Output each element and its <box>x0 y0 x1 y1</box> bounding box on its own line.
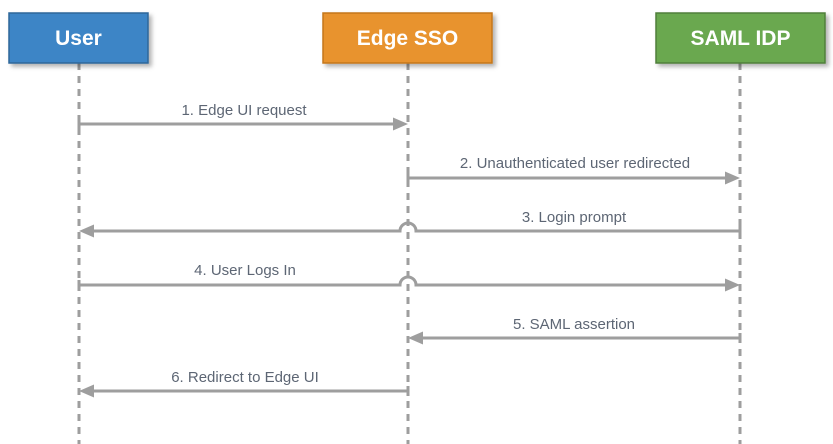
message-line-3 <box>92 221 740 233</box>
arrowhead-3 <box>79 224 94 238</box>
lifelines-layer <box>77 63 742 444</box>
message-4: 4. User Logs In <box>77 262 740 292</box>
participant-edge-sso[interactable]: Edge SSO <box>322 12 493 64</box>
message-label-1: 1. Edge UI request <box>181 102 307 119</box>
participant-label-user: User <box>55 27 102 50</box>
message-6: 6. Redirect to Edge UI <box>79 369 410 398</box>
message-label-2: 2. Unauthenticated user redirected <box>460 155 690 172</box>
arrowhead-6 <box>79 384 94 398</box>
arrowhead-2 <box>725 171 740 185</box>
message-1: 1. Edge UI request <box>77 102 408 131</box>
participant-user[interactable]: User <box>8 12 149 64</box>
participant-label-saml-idp: SAML IDP <box>691 27 791 50</box>
message-label-5: 5. SAML assertion <box>513 316 635 333</box>
arrowhead-4 <box>725 278 740 292</box>
participants-layer: User Edge SSO SAML IDP <box>8 12 826 64</box>
message-label-4: 4. User Logs In <box>194 262 296 279</box>
message-label-6: 6. Redirect to Edge UI <box>171 369 319 386</box>
messages-layer: 1. Edge UI request 2. Unauthenticated use… <box>77 102 742 398</box>
participant-label-edge-sso: Edge SSO <box>357 27 459 50</box>
message-label-3: 3. Login prompt <box>522 209 627 226</box>
message-5: 5. SAML assertion <box>408 316 742 345</box>
message-2: 2. Unauthenticated user redirected <box>406 155 740 185</box>
participant-box-user[interactable] <box>8 12 149 64</box>
arrowhead-5 <box>408 331 423 345</box>
arrowhead-1 <box>393 117 408 131</box>
participant-box-saml-idp[interactable] <box>655 12 826 64</box>
message-line-4 <box>79 275 727 287</box>
message-3: 3. Login prompt <box>79 209 742 238</box>
participant-box-edge-sso[interactable] <box>322 12 493 64</box>
participant-saml-idp[interactable]: SAML IDP <box>655 12 826 64</box>
